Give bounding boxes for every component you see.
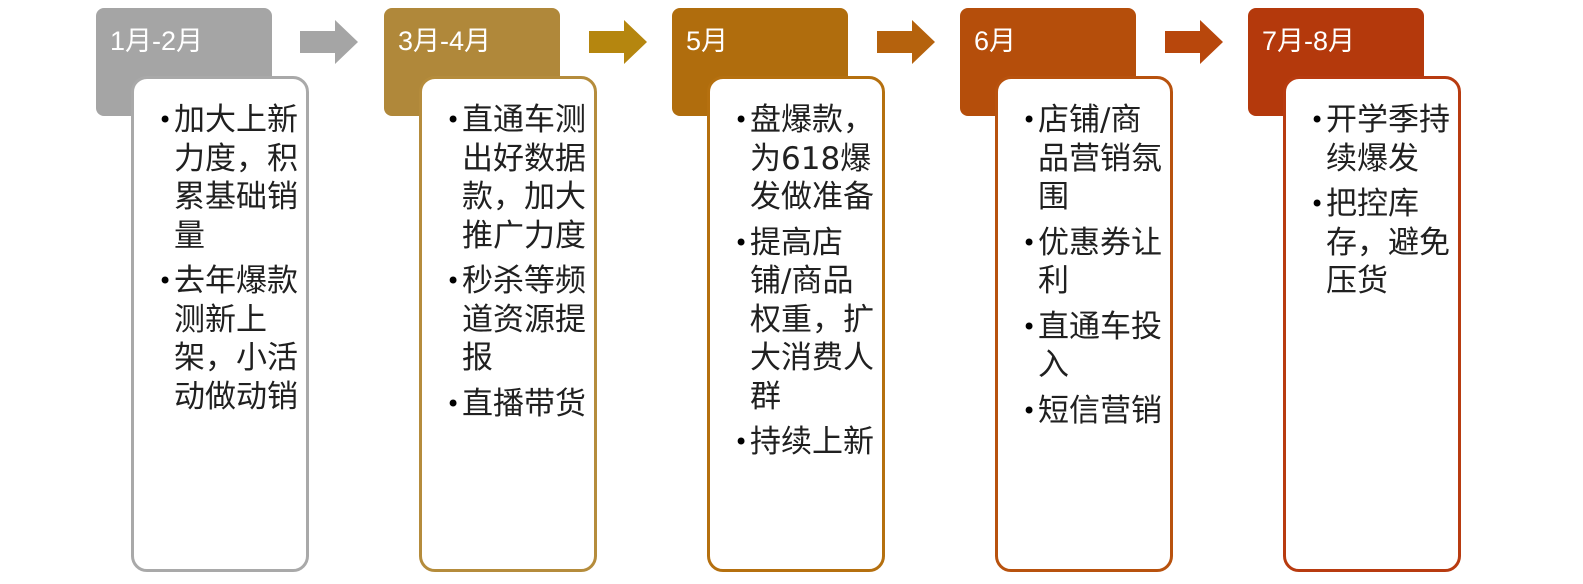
bullet-icon: • xyxy=(158,106,173,134)
list-item: •直通车投入 xyxy=(998,308,1170,385)
list-item-text: 直播带货 xyxy=(462,385,586,422)
bullet-icon: • xyxy=(446,106,461,134)
bullet-list: •开学季持续爆发•把控库存，避免压货 xyxy=(1286,101,1458,301)
list-item-text: 开学季持续爆发 xyxy=(1326,102,1450,177)
list-item: •把控库存，避免压货 xyxy=(1286,185,1458,301)
list-item: •去年爆款测新上架，小活动做动销 xyxy=(134,262,306,416)
bullet-list: •直通车测出好数据款，加大推广力度•秒杀等频道资源提报•直播带货 xyxy=(422,101,594,423)
list-item-text: 直通车投入 xyxy=(1038,308,1162,384)
list-item-text: 把控库存，避免压货 xyxy=(1326,186,1450,299)
list-item-text: 店铺/商品营销氛围 xyxy=(1038,102,1162,215)
list-item-text: 提高店铺/商品权重，扩大消费人群 xyxy=(750,224,874,415)
bullet-icon: • xyxy=(734,428,749,456)
bullet-icon: • xyxy=(158,267,173,295)
list-item-text: 加大上新力度，积累基础销量 xyxy=(174,102,298,254)
list-item: •直播带货 xyxy=(422,385,594,424)
bullet-icon: • xyxy=(1310,106,1325,134)
list-item-text: 短信营销 xyxy=(1038,392,1162,429)
list-item: •秒杀等频道资源提报 xyxy=(422,262,594,378)
list-item: •直通车测出好数据款，加大推广力度 xyxy=(422,101,594,255)
list-item: •盘爆款，为618爆发做准备 xyxy=(710,101,882,217)
list-item: •短信营销 xyxy=(998,392,1170,431)
right-arrow-icon xyxy=(1165,20,1223,64)
bullet-icon: • xyxy=(1022,228,1037,257)
list-item: •加大上新力度，积累基础销量 xyxy=(134,101,306,255)
bullet-icon: • xyxy=(446,267,461,295)
list-item-text: 优惠券让利 xyxy=(1038,224,1162,300)
bullet-icon: • xyxy=(1310,190,1325,218)
right-arrow-icon xyxy=(300,20,358,64)
bullet-icon: • xyxy=(1022,106,1037,134)
bullet-icon: • xyxy=(734,228,749,257)
list-item-text: 去年爆款测新上架，小活动做动销 xyxy=(174,263,298,415)
bullet-icon: • xyxy=(1022,396,1037,425)
right-arrow-icon xyxy=(589,20,647,64)
stage-card: •开学季持续爆发•把控库存，避免压货 xyxy=(1283,76,1461,572)
bullet-list: •加大上新力度，积累基础销量•去年爆款测新上架，小活动做动销 xyxy=(134,101,306,416)
bullet-icon: • xyxy=(734,106,749,134)
right-arrow-icon xyxy=(877,20,935,64)
list-item: •开学季持续爆发 xyxy=(1286,101,1458,178)
list-item-text: 直通车测出好数据款，加大推广力度 xyxy=(462,102,586,254)
bullet-list: •店铺/商品营销氛围•优惠券让利•直通车投入•短信营销 xyxy=(998,101,1170,430)
list-item: •提高店铺/商品权重，扩大消费人群 xyxy=(710,224,882,417)
bullet-icon: • xyxy=(446,389,461,418)
list-item-text: 持续上新 xyxy=(750,424,874,460)
stage-card: •盘爆款，为618爆发做准备•提高店铺/商品权重，扩大消费人群•持续上新 xyxy=(707,76,885,572)
bullet-icon: • xyxy=(1022,312,1037,341)
stage-card: •加大上新力度，积累基础销量•去年爆款测新上架，小活动做动销 xyxy=(131,76,309,572)
list-item: •优惠券让利 xyxy=(998,224,1170,301)
list-item: •持续上新 xyxy=(710,423,882,462)
bullet-list: •盘爆款，为618爆发做准备•提高店铺/商品权重，扩大消费人群•持续上新 xyxy=(710,101,882,462)
list-item-text: 秒杀等频道资源提报 xyxy=(462,263,586,376)
list-item-text: 盘爆款，为618爆发做准备 xyxy=(750,102,874,215)
list-item: •店铺/商品营销氛围 xyxy=(998,101,1170,217)
stage-card: •直通车测出好数据款，加大推广力度•秒杀等频道资源提报•直播带货 xyxy=(419,76,597,572)
stage-card: •店铺/商品营销氛围•优惠券让利•直通车投入•短信营销 xyxy=(995,76,1173,572)
